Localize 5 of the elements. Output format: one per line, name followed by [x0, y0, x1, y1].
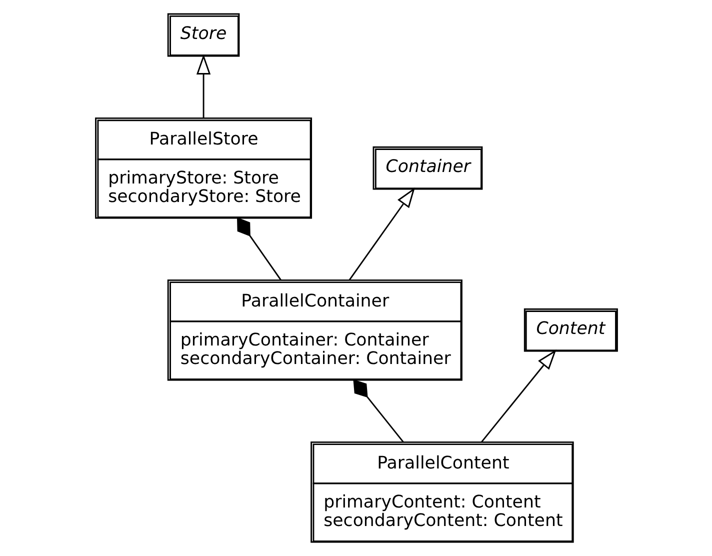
arrow	[348, 187, 415, 280]
arrow	[480, 350, 556, 442]
arrow	[196, 54, 210, 118]
connector	[352, 379, 404, 442]
connector	[236, 217, 281, 280]
